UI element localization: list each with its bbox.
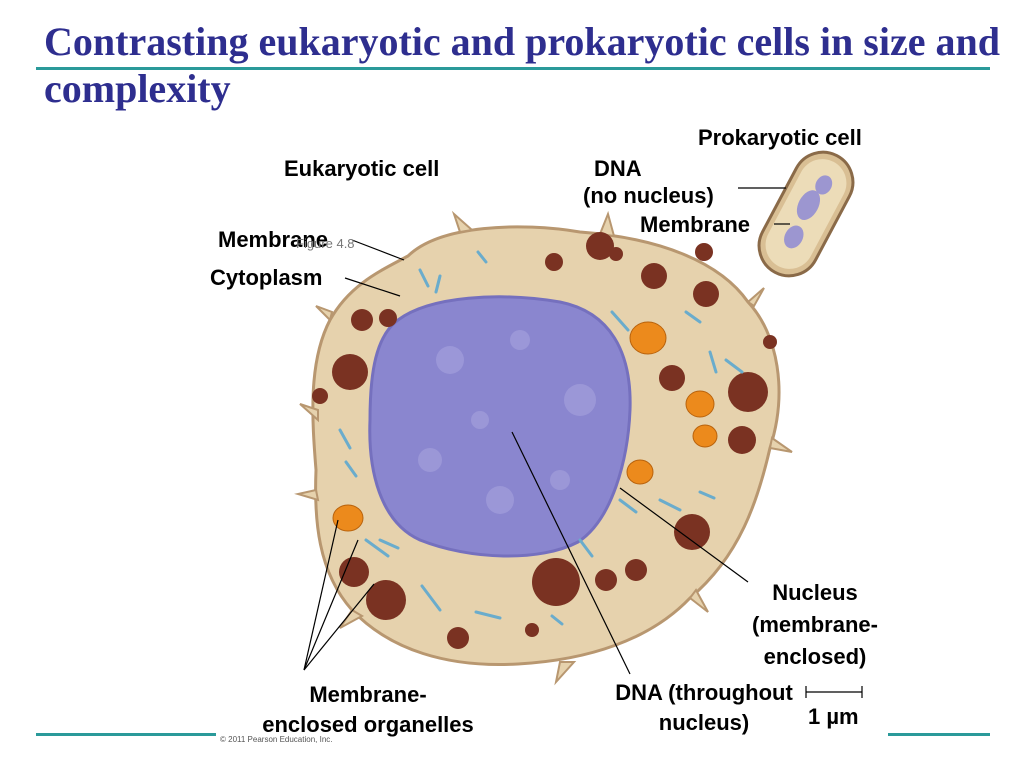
- label-scale: 1 µm: [808, 704, 859, 729]
- label-nucleus-line2: (membrane-: [752, 612, 878, 637]
- nucleus: [368, 295, 632, 558]
- label-no-nucleus: (no nucleus): [583, 183, 714, 208]
- organelles-brown: [312, 232, 777, 649]
- label-prokaryotic-cell: Prokaryotic cell: [698, 125, 862, 150]
- label-cytoplasm: Cytoplasm: [210, 265, 323, 290]
- label-eukaryote-membrane: Membrane: [218, 227, 329, 252]
- label-eukaryotic-cell: Eukaryotic cell: [284, 156, 440, 181]
- label-dna-throughout: DNA (throughout nucleus): [590, 678, 818, 738]
- endoplasmic-reticulum: [338, 250, 744, 626]
- label-prokaryote-membrane: Membrane: [640, 212, 751, 237]
- copyright: © 2011 Pearson Education, Inc.: [220, 735, 333, 744]
- label-nucleus-line3: enclosed): [763, 644, 867, 669]
- label-nucleus: Nucleus (membrane- enclosed): [735, 577, 895, 673]
- figure-reference: Figure 4.8: [296, 236, 355, 251]
- nucleus-texture: [418, 330, 596, 514]
- label-organelles: Membrane- enclosed organelles: [232, 680, 504, 740]
- label-organelles-line1: Membrane-: [309, 682, 427, 707]
- label-dna-prokaryote: DNA: [594, 156, 642, 181]
- leader-lines: [303, 187, 790, 675]
- label-organelles-line2: enclosed organelles: [262, 712, 474, 737]
- footer-rule-right: [888, 733, 990, 736]
- label-nucleus-line1: Nucleus: [772, 580, 858, 605]
- title-divider: [36, 67, 990, 70]
- organelles-orange: [332, 321, 718, 532]
- footer-rule-left: [36, 733, 216, 736]
- label-dna-throughout-line1: DNA (throughout: [615, 680, 793, 705]
- scale-bar: [805, 686, 863, 698]
- label-dna-throughout-line2: nucleus): [658, 710, 750, 735]
- prokaryotic-cell: [757, 150, 855, 278]
- slide-title: Contrasting eukaryotic and prokaryotic c…: [44, 19, 1000, 111]
